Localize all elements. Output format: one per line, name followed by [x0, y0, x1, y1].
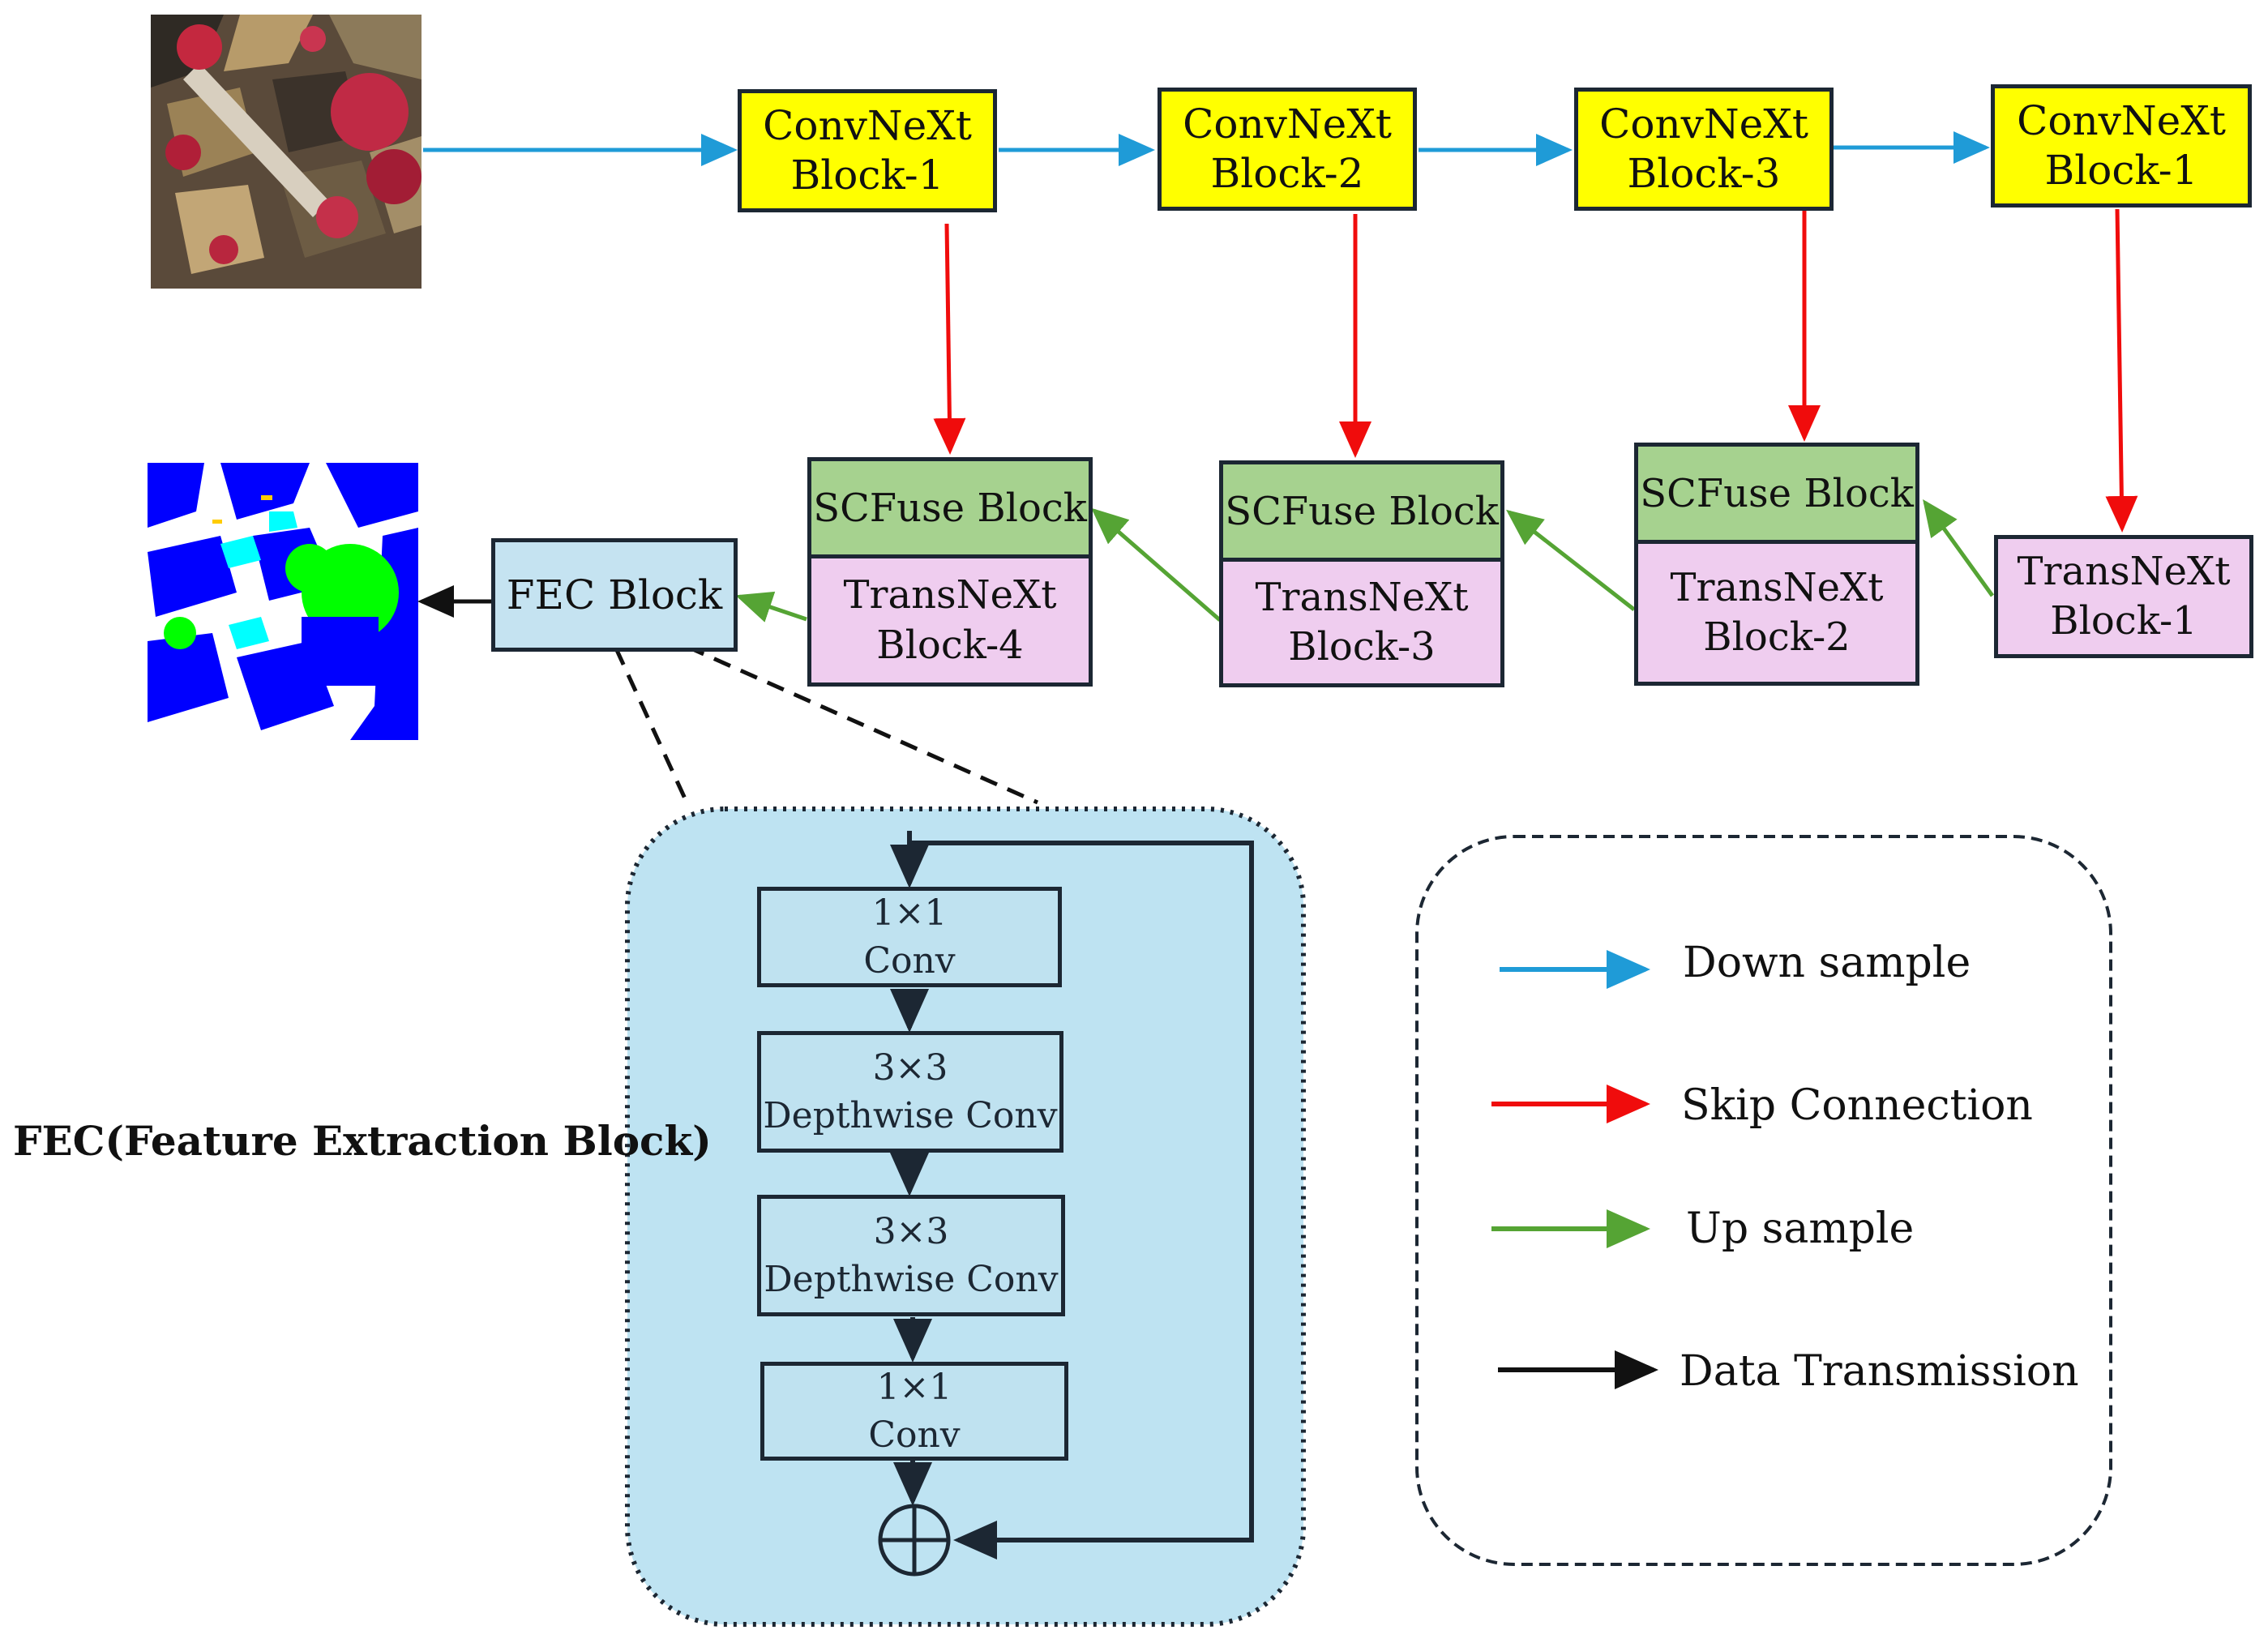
convnext-block-3: ConvNeXt Block-3 — [1574, 88, 1834, 211]
transnext-block-2-line1: TransNeXt — [1670, 564, 1884, 610]
convnext-block-2: ConvNeXt Block-2 — [1158, 88, 1417, 211]
fec-layer-4-line2: Conv — [868, 1414, 961, 1456]
zoom-line-right — [686, 644, 1039, 805]
fec-layer-4-line1: 1×1 — [876, 1366, 952, 1408]
convnext-block-4-line2: Block-1 — [2044, 147, 2198, 194]
fec-layer-2-line1: 3×3 — [872, 1046, 948, 1089]
transnext-block-2-line2: Block-2 — [1703, 614, 1851, 660]
legend-label-data: Data Transmission — [1680, 1347, 2079, 1396]
scfuse-block-1: SCFuse Block — [811, 461, 1089, 558]
convnext-block-1-line1: ConvNeXt — [763, 102, 972, 149]
convnext-block-1: ConvNeXt Block-1 — [738, 89, 997, 212]
fec-layer-depthwise-b: 3×3 Depthwise Conv — [757, 1195, 1065, 1316]
convnext-block-3-line2: Block-3 — [1627, 150, 1781, 197]
transnext-block-1-line2: Block-1 — [2050, 598, 2197, 644]
upsample-arrow-fuse2-to-fuse1 — [1091, 507, 1222, 622]
transnext-block-1: TransNeXt Block-1 — [1994, 535, 2253, 658]
upsample-arrow-t1-to-fuse3 — [1923, 498, 1995, 597]
upsample-arrow-fuse1-to-fec — [735, 591, 807, 623]
skip-arrow-1 — [933, 223, 966, 455]
zoom-line-left — [614, 647, 691, 809]
fec-layer-3-line2: Depthwise Conv — [764, 1259, 1059, 1300]
fec-layer-2-line2: Depthwise Conv — [763, 1095, 1058, 1136]
input-aerial-image — [151, 15, 422, 289]
decoder-stage-4: SCFuse Block TransNeXt Block-4 — [807, 457, 1093, 687]
transnext-block-2: TransNeXt Block-2 — [1638, 544, 1915, 682]
scfuse-block-2: SCFuse Block — [1223, 464, 1500, 562]
convnext-block-2-line2: Block-2 — [1210, 150, 1364, 197]
convnext-block-4-line1: ConvNeXt — [2017, 97, 2226, 144]
fec-layer-1x1-conv-a: 1×1 Conv — [757, 887, 1062, 987]
skip-arrow-4 — [2105, 208, 2138, 533]
convnext-block-1-line2: Block-1 — [790, 152, 944, 199]
convnext-block-2-line1: ConvNeXt — [1183, 101, 1392, 148]
output-segmentation-graphic — [148, 463, 418, 740]
legend-label-upsample: Up sample — [1686, 1204, 1915, 1253]
legend-label-downsample: Down sample — [1683, 939, 1971, 987]
convnext-block-3-line1: ConvNeXt — [1599, 101, 1808, 148]
legend-container — [1415, 835, 2112, 1566]
transnext-block-3: TransNeXt Block-3 — [1223, 562, 1500, 683]
input-aerial-image-graphic — [151, 15, 422, 289]
transnext-block-3-line2: Block-3 — [1288, 624, 1436, 670]
transnext-block-4-line1: TransNeXt — [843, 572, 1057, 618]
transnext-block-1-line1: TransNeXt — [2017, 548, 2231, 594]
fec-layer-1-line2: Conv — [863, 940, 956, 982]
transnext-block-4-line2: Block-4 — [876, 622, 1024, 668]
fec-layer-depthwise-a: 3×3 Depthwise Conv — [757, 1031, 1063, 1153]
add-node-icon — [878, 1504, 951, 1577]
fec-block: FEC Block — [491, 538, 738, 652]
fec-detail-title: FEC(Feature Extraction Block) — [13, 1117, 712, 1165]
decoder-stage-3: SCFuse Block TransNeXt Block-3 — [1219, 460, 1504, 687]
convnext-block-4: ConvNeXt Block-1 — [1991, 84, 2252, 208]
output-segmentation-map — [148, 463, 418, 740]
transnext-block-4: TransNeXt Block-4 — [811, 558, 1089, 682]
fec-layer-1x1-conv-b: 1×1 Conv — [760, 1362, 1068, 1461]
scfuse-block-3: SCFuse Block — [1638, 447, 1915, 544]
fec-layer-3-line1: 3×3 — [873, 1210, 949, 1252]
transnext-block-3-line1: TransNeXt — [1255, 574, 1469, 620]
upsample-arrow-fuse3-to-fuse2 — [1506, 509, 1636, 611]
fec-residual-path — [909, 841, 1254, 1560]
decoder-stage-2: SCFuse Block TransNeXt Block-2 — [1634, 443, 1919, 686]
legend-label-skip: Skip Connection — [1681, 1081, 2033, 1130]
fec-layer-1-line1: 1×1 — [871, 892, 948, 934]
fec-block-label: FEC Block — [506, 571, 723, 618]
